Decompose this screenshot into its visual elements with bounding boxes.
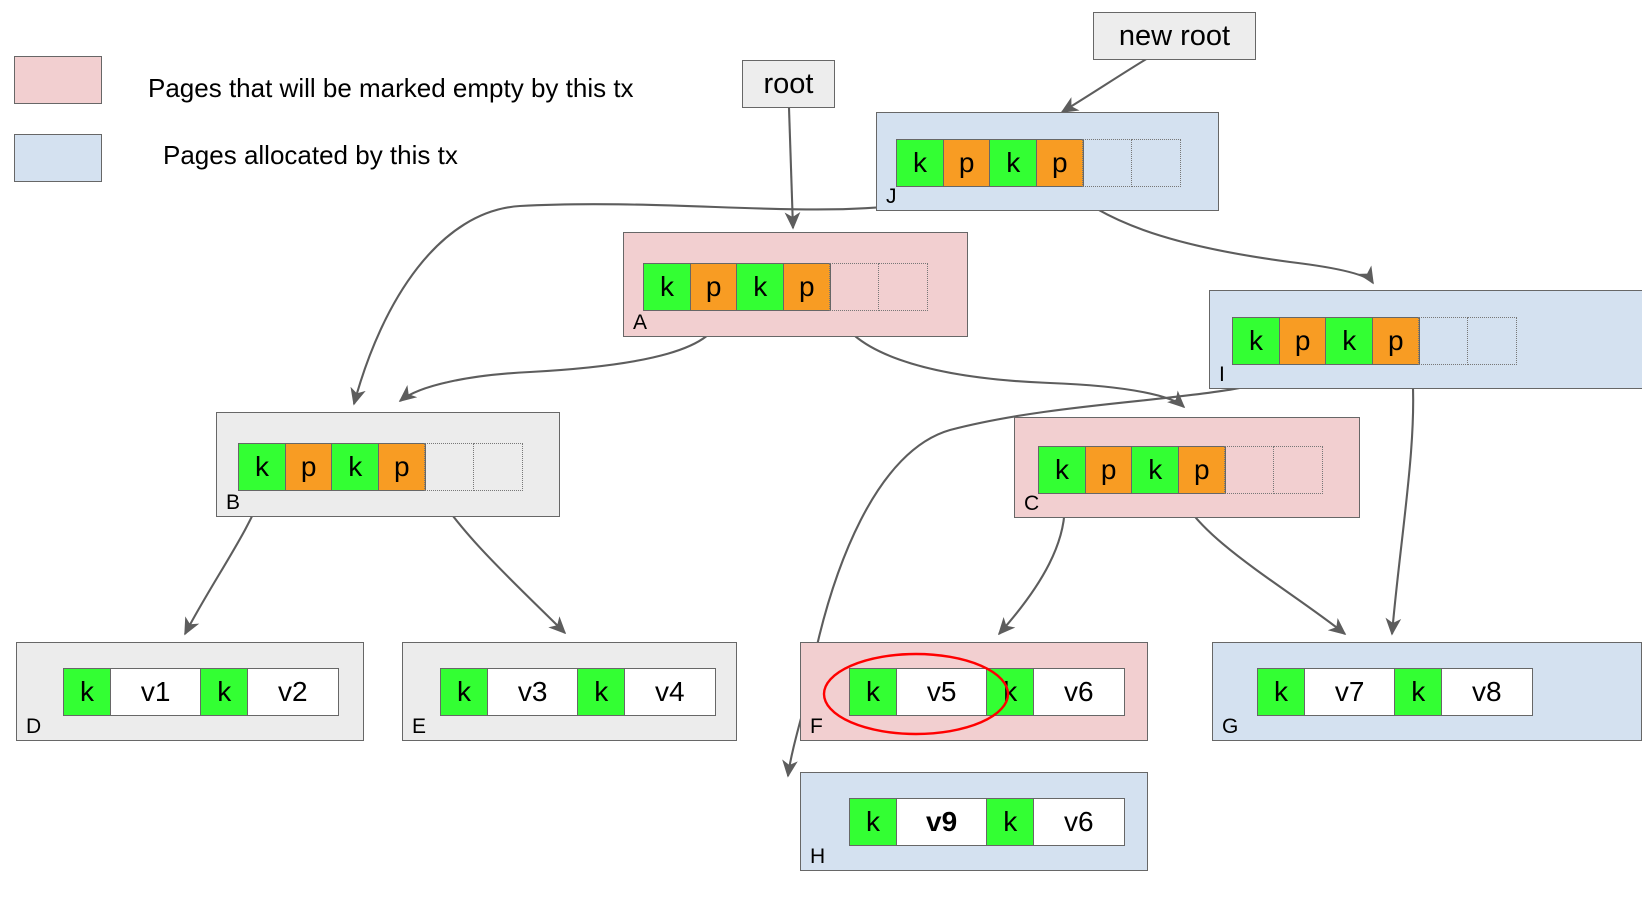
cell-value: v7 — [1303, 668, 1396, 716]
page-C-label: C — [1024, 492, 1040, 515]
page-G-cells: k v7 k v8 — [1257, 668, 1533, 716]
cell-ptr: p — [1035, 139, 1084, 187]
cell-key: k — [331, 443, 380, 491]
cell-key: k — [643, 263, 691, 311]
cell-ptr: p — [942, 139, 991, 187]
legend-swatch-freed — [14, 56, 102, 104]
cell-ptr: p — [1177, 446, 1226, 494]
cell-value: v3 — [486, 668, 579, 716]
edge-newroot-to-J — [1060, 57, 1149, 113]
cell-empty-slot — [1224, 446, 1275, 494]
legend-label-allocated: Pages allocated by this tx — [163, 140, 458, 170]
cell-key: k — [896, 139, 944, 187]
cell-empty-slot — [473, 443, 524, 491]
page-D-label: D — [26, 715, 42, 738]
page-F[interactable]: k v5 k v6 F — [800, 642, 1148, 741]
cell-key: k — [989, 139, 1038, 187]
cell-key: k — [849, 668, 897, 716]
page-B-label: B — [226, 491, 241, 514]
page-I-label: I — [1219, 363, 1225, 386]
cell-value: v4 — [623, 668, 716, 716]
legend-label-freed: Pages that will be marked empty by this … — [148, 73, 634, 103]
page-A-label: A — [633, 311, 648, 334]
page-C-cells: k p k p — [1038, 446, 1324, 494]
cell-key: k — [986, 798, 1035, 846]
page-A-cells: k p k p — [643, 263, 929, 311]
page-F-label: F — [810, 715, 823, 738]
legend-swatch-allocated — [14, 134, 102, 182]
cell-key: k — [1394, 668, 1443, 716]
cell-key: k — [200, 668, 249, 716]
page-B[interactable]: k p k p B — [216, 412, 560, 517]
cell-key: k — [577, 668, 626, 716]
edge-I-to-G — [1385, 369, 1415, 636]
cell-key: k — [736, 263, 785, 311]
cell-ptr: p — [1371, 317, 1420, 365]
page-E-label: E — [412, 715, 427, 738]
cell-ptr: p — [1278, 317, 1327, 365]
cell-key: k — [849, 798, 897, 846]
page-G[interactable]: k v7 k v8 G — [1212, 642, 1642, 741]
cell-value: v2 — [246, 668, 339, 716]
page-F-cells: k v5 k v6 — [849, 668, 1125, 716]
cell-value: v6 — [1032, 798, 1125, 846]
callout-root: root — [742, 60, 835, 108]
cell-ptr: p — [284, 443, 333, 491]
cell-empty-slot — [1082, 139, 1133, 187]
page-D-cells: k v1 k v2 — [63, 668, 339, 716]
page-I[interactable]: k p k p I — [1209, 290, 1642, 389]
callout-new-root: new root — [1093, 12, 1256, 60]
page-D[interactable]: k v1 k v2 D — [16, 642, 364, 741]
page-G-label: G — [1222, 715, 1239, 738]
page-A[interactable]: k p k p A — [623, 232, 968, 337]
page-E-cells: k v3 k v4 — [440, 668, 716, 716]
cell-key: k — [1131, 446, 1180, 494]
page-J-cells: k p k p — [896, 139, 1182, 187]
cell-value: v8 — [1440, 668, 1533, 716]
cell-key: k — [1232, 317, 1280, 365]
page-J[interactable]: k p k p J — [876, 112, 1219, 211]
cell-ptr: p — [782, 263, 831, 311]
edge-root-to-A — [784, 107, 801, 230]
page-B-cells: k p k p — [238, 443, 524, 491]
page-C[interactable]: k p k p C — [1014, 417, 1360, 518]
cell-key: k — [440, 668, 488, 716]
cell-value: v5 — [895, 668, 988, 716]
cell-value: v6 — [1032, 668, 1125, 716]
cell-key: k — [1038, 446, 1086, 494]
page-J-label: J — [886, 185, 897, 208]
cell-empty-slot — [829, 263, 880, 311]
cell-empty-slot — [424, 443, 475, 491]
page-H-cells: k v9 k v6 — [849, 798, 1125, 846]
page-H-label: H — [810, 845, 826, 868]
cell-value: v1 — [109, 668, 202, 716]
cell-empty-slot — [1467, 317, 1518, 365]
page-H[interactable]: k v9 k v6 H — [800, 772, 1148, 871]
cell-empty-slot — [1131, 139, 1182, 187]
page-I-cells: k p k p — [1232, 317, 1518, 365]
cell-ptr: p — [689, 263, 738, 311]
cell-key: k — [238, 443, 286, 491]
cell-empty-slot — [878, 263, 929, 311]
cell-key: k — [63, 668, 111, 716]
cell-ptr: p — [377, 443, 426, 491]
cell-value-new: v9 — [895, 798, 988, 846]
cell-key: k — [1257, 668, 1305, 716]
cell-empty-slot — [1418, 317, 1469, 365]
cell-empty-slot — [1273, 446, 1324, 494]
cell-key: k — [986, 668, 1035, 716]
page-E[interactable]: k v3 k v4 E — [402, 642, 737, 741]
cell-key: k — [1325, 317, 1374, 365]
cell-ptr: p — [1084, 446, 1133, 494]
